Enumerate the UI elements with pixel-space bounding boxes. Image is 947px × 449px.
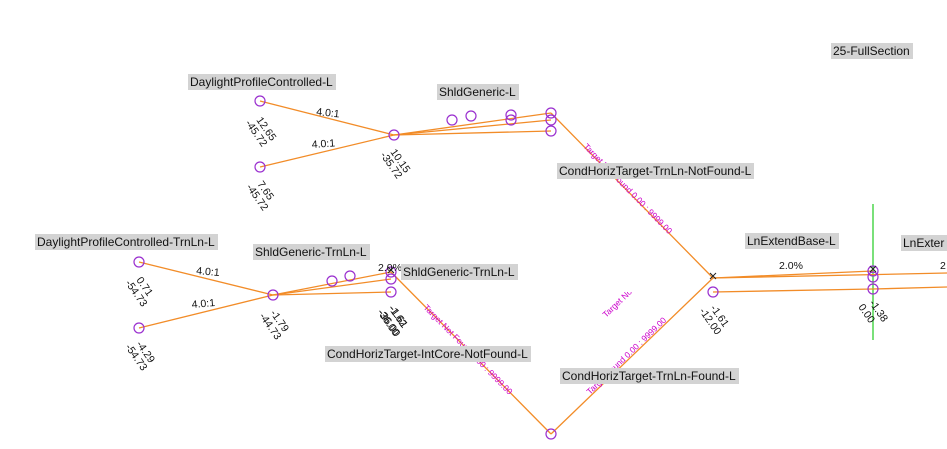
- link-line: [272, 278, 392, 296]
- point-marker: [545, 125, 557, 137]
- label-lnextend: LnExtendBase-L: [745, 233, 839, 249]
- label-shld-trnln-b: ShldGeneric-TrnLn-L: [401, 264, 518, 280]
- point-marker: [388, 129, 400, 141]
- point-marker: [505, 109, 517, 121]
- target-annotation: Target Not Found 0.00 : 9999.00: [582, 141, 675, 236]
- point-marker: [133, 256, 145, 268]
- link-line: [393, 112, 552, 136]
- link-line: [259, 100, 395, 136]
- point-marker: [707, 286, 719, 298]
- point-marker: [545, 114, 557, 126]
- link-line: [872, 286, 947, 290]
- point-marker: [385, 286, 397, 298]
- slope-label: 4.0:1: [191, 297, 215, 311]
- label-daylight-trnln: DaylightProfileControlled-TrnLn-L: [35, 234, 218, 250]
- point-marker: [446, 114, 458, 126]
- slope-label: 4.0:1: [311, 137, 335, 151]
- link-line: [272, 271, 392, 296]
- link-line: [393, 119, 552, 136]
- label-daylight-l: DaylightProfileControlled-L: [188, 74, 336, 90]
- point-marker: [254, 161, 266, 173]
- point-marker: [326, 275, 338, 287]
- point-marker: [254, 95, 266, 107]
- link-line: [393, 130, 552, 136]
- label-cond-intcore: CondHorizTarget-IntCore-NotFound-L: [325, 346, 531, 362]
- grade-label: 2.0%: [378, 262, 402, 274]
- link-line: [550, 277, 714, 435]
- label-lnext-cut: LnExter: [901, 235, 947, 251]
- point-marker: [344, 270, 356, 282]
- point-marker: [267, 289, 279, 301]
- point-marker: [133, 322, 145, 334]
- points: [133, 95, 879, 440]
- point-marker: [867, 271, 879, 283]
- attach-markers: [387, 265, 877, 280]
- grade-label: 2: [940, 260, 946, 272]
- slope-label: 4.0:1: [196, 265, 220, 279]
- link-line: [712, 288, 874, 293]
- point-marker: [385, 273, 397, 285]
- slope-label: 4.0:1: [316, 106, 341, 120]
- point-marker: [867, 265, 879, 277]
- target-annotation: Target Not Found 0.00 : 9999.00: [600, 227, 695, 319]
- point-marker: [867, 283, 879, 295]
- point-marker: [505, 114, 517, 126]
- point-marker: [545, 107, 557, 119]
- link-line: [259, 134, 395, 168]
- x-marker: [709, 272, 717, 280]
- link-line: [550, 112, 714, 279]
- x-marker: [869, 265, 877, 273]
- link-line: [138, 294, 274, 329]
- point-marker: [465, 110, 477, 122]
- x-marker: [387, 266, 395, 274]
- link-line: [138, 261, 274, 296]
- link-line: [712, 272, 947, 279]
- target-annotation: Target Found 0.00 : 9999.00: [584, 315, 668, 397]
- links: [138, 100, 947, 435]
- label-shld-trnln-a: ShldGeneric-TrnLn-L: [253, 244, 370, 260]
- label-cond-found: CondHorizTarget-TrnLn-Found-L: [560, 368, 739, 384]
- grade-label: 2.0%: [779, 260, 803, 272]
- label-shld-l: ShldGeneric-L: [437, 84, 519, 100]
- label-full-section: 25-FullSection: [831, 43, 913, 59]
- label-cond-notfound: CondHorizTarget-TrnLn-NotFound-L: [557, 163, 755, 179]
- point-marker: [385, 266, 397, 278]
- link-line: [272, 291, 392, 296]
- point-marker: [545, 428, 557, 440]
